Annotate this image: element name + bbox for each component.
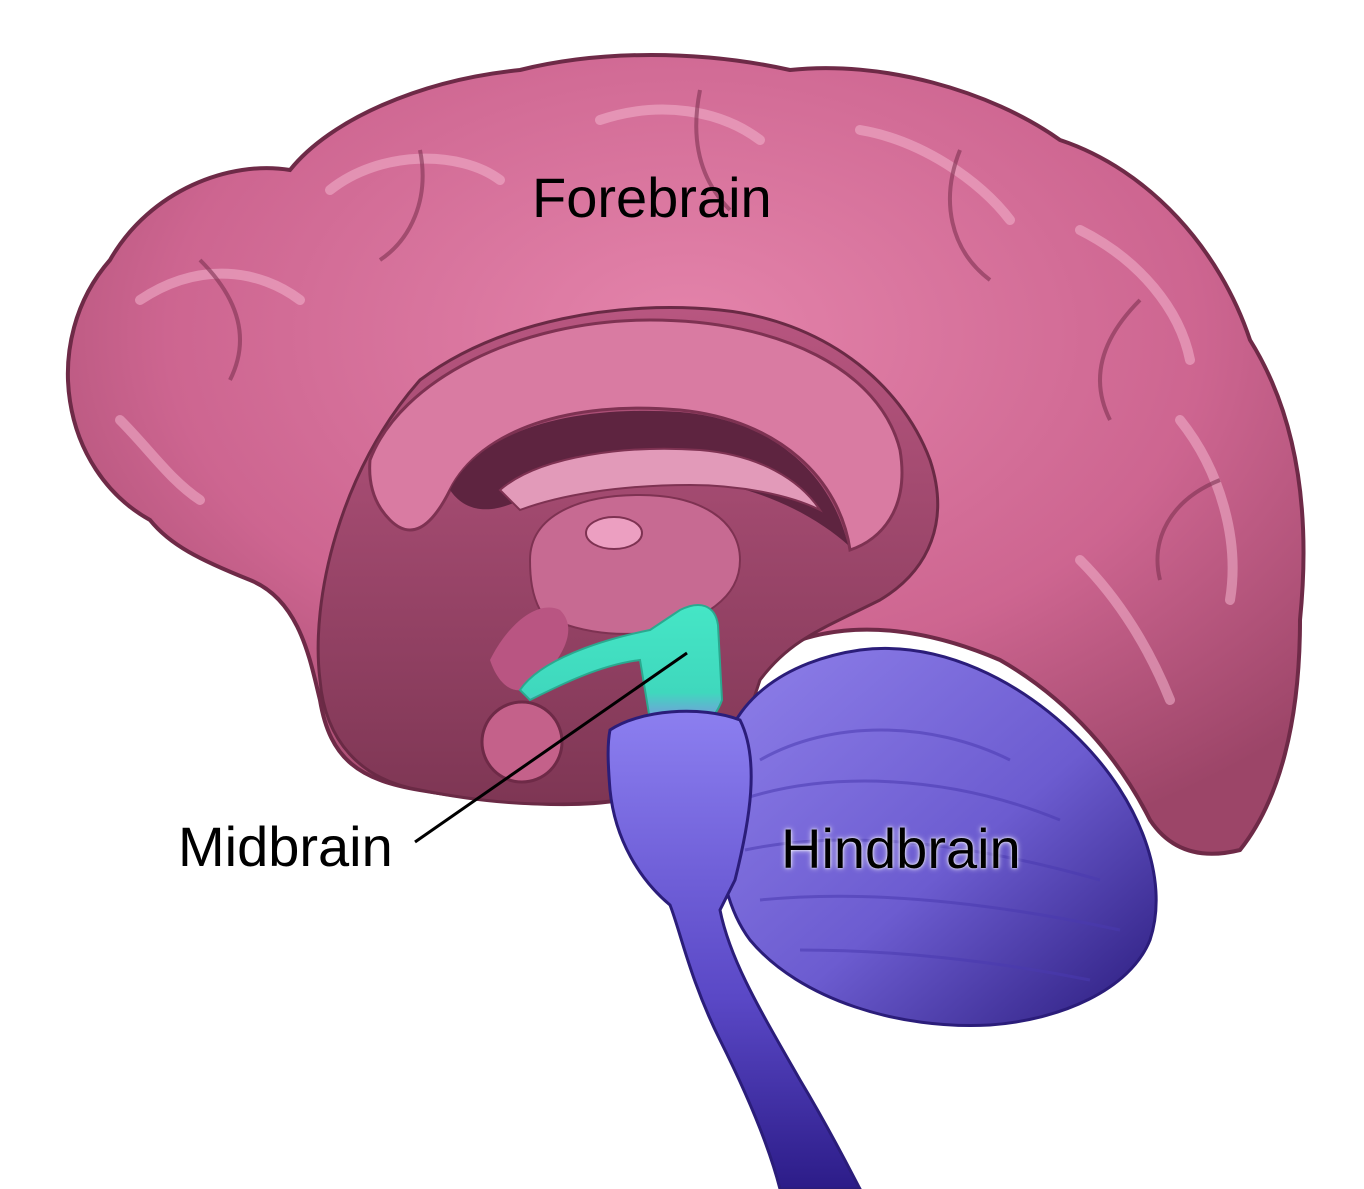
cerebellum-folia	[739, 728, 1121, 982]
interthalamic-adhesion	[585, 516, 643, 550]
midbrain-label: Midbrain	[178, 815, 393, 878]
fornix	[498, 447, 823, 513]
hindbrain-label: Hindbrain	[781, 817, 1021, 880]
sulci-lines	[198, 89, 1221, 581]
lateral-ventricle	[450, 410, 848, 545]
brainstem	[606, 709, 862, 1189]
pituitary-gland	[480, 700, 564, 784]
midbrain-region	[518, 604, 724, 732]
cerebellum-region	[716, 647, 1158, 1028]
gyri-highlights	[115, 104, 1238, 705]
corpus-callosum	[368, 318, 904, 552]
midbrain-leader-line	[414, 651, 688, 844]
forebrain-label: Forebrain	[532, 166, 772, 229]
